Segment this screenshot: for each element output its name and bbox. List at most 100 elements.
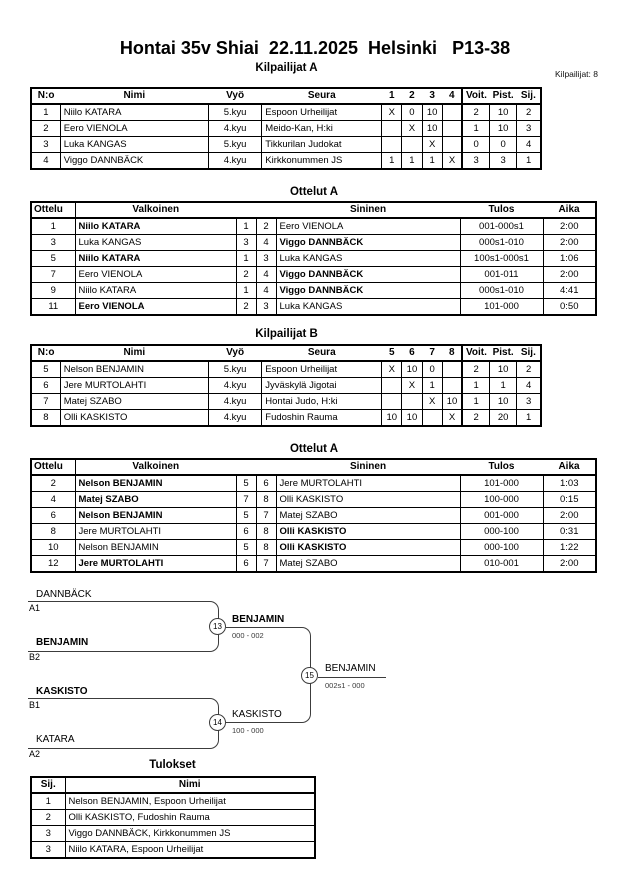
col-m1: 1 bbox=[381, 88, 402, 105]
match-row: 11 Eero VIENOLA 2 3 Luka KANGAS 101-000 … bbox=[30, 298, 597, 316]
blue-name-cell: Olli KASKISTO bbox=[275, 491, 461, 508]
wins-cell: 2 bbox=[461, 409, 491, 427]
time-cell: 2:00 bbox=[542, 555, 597, 573]
time-cell: 1:03 bbox=[542, 474, 597, 492]
belt-cell: 4.kyu bbox=[207, 120, 263, 137]
bracket-match-score: 000 - 002 bbox=[232, 631, 264, 640]
time-cell: 2:00 bbox=[542, 507, 597, 524]
white-name-cell: Niilo KATARA bbox=[74, 217, 237, 235]
score-cell: X bbox=[381, 103, 403, 121]
blue-no-cell: 4 bbox=[255, 282, 277, 299]
bracket-connector bbox=[226, 627, 311, 676]
white-no-cell: 5 bbox=[235, 474, 257, 492]
match-no-cell: 10 bbox=[30, 539, 76, 556]
col-m1: 5 bbox=[381, 345, 402, 362]
col-place: Sij. bbox=[516, 88, 541, 105]
match-no-cell: 6 bbox=[30, 507, 76, 524]
pool-a-table: N:o Nimi Vyö Seura 1 2 3 4 Voit. Pist. S… bbox=[30, 87, 542, 170]
blue-name-cell: Matej SZABO bbox=[275, 555, 461, 573]
col-m3: 7 bbox=[422, 345, 443, 362]
result-cell: 001-011 bbox=[459, 266, 544, 283]
col-white: Valkoinen bbox=[75, 202, 236, 219]
white-no-cell: 1 bbox=[235, 250, 257, 267]
name-cell: Nelson BENJAMIN bbox=[59, 360, 209, 378]
result-cell: 001-000s1 bbox=[459, 217, 544, 235]
col-result: Tulos bbox=[460, 202, 543, 219]
bracket-final-line bbox=[318, 677, 386, 678]
matches-b-table: Ottelu Valkoinen Sininen Tulos Aika 2 Ne… bbox=[30, 458, 597, 573]
blue-no-cell: 3 bbox=[255, 250, 277, 267]
no-cell: 2 bbox=[30, 120, 61, 137]
col-no: N:o bbox=[31, 88, 61, 105]
col-blue: Sininen bbox=[276, 459, 460, 476]
table-row: 8 Olli KASKISTO 4.kyu Fudoshin Rauma 10 … bbox=[30, 409, 542, 427]
time-cell: 1:22 bbox=[542, 539, 597, 556]
blue-no-cell: 4 bbox=[255, 266, 277, 283]
club-cell: Tikkurilan Judokat bbox=[261, 136, 383, 153]
pool-a-title: Kilpailijat A bbox=[255, 62, 318, 74]
white-no-cell: 6 bbox=[235, 523, 257, 540]
blue-name-cell: Eero VIENOLA bbox=[275, 217, 461, 235]
match-row: 6 Nelson BENJAMIN 5 7 Matej SZABO 001-00… bbox=[30, 507, 597, 524]
score-cell: 10 bbox=[401, 360, 423, 378]
match-number-badge: 14 bbox=[209, 714, 226, 731]
white-name-cell: Jere MURTOLAHTI bbox=[74, 555, 237, 573]
col-points: Pist. bbox=[489, 345, 517, 362]
score-cell: X bbox=[401, 120, 423, 137]
bracket-connector bbox=[226, 675, 311, 723]
place-cell: 1 bbox=[516, 152, 542, 170]
club-cell: Espoon Urheilijat bbox=[261, 103, 383, 121]
score-cell bbox=[401, 136, 423, 153]
bracket-entry-seed: B1 bbox=[29, 700, 41, 710]
result-cell: 001-000 bbox=[459, 507, 544, 524]
white-name-cell: Matej SZABO bbox=[74, 491, 237, 508]
score-cell: 1 bbox=[421, 152, 443, 170]
col-spacer bbox=[256, 202, 276, 219]
result-name-cell: Nelson BENJAMIN, Espoon Urheilijat bbox=[64, 792, 316, 810]
result-cell: 000-100 bbox=[459, 539, 544, 556]
result-cell: 000-100 bbox=[459, 523, 544, 540]
blue-name-cell: Viggo DANNBÄCK bbox=[275, 266, 461, 283]
match-row: 12 Jere MURTOLAHTI 6 7 Matej SZABO 010-0… bbox=[30, 555, 597, 573]
blue-name-cell: Jere MURTOLAHTI bbox=[275, 474, 461, 492]
place-cell: 3 bbox=[30, 841, 66, 859]
matches-a-table: Ottelu Valkoinen Sininen Tulos Aika 1 Ni… bbox=[30, 201, 597, 316]
blue-name-cell: Viggo DANNBÄCK bbox=[275, 234, 461, 251]
col-name: Nimi bbox=[65, 777, 315, 794]
result-cell: 100-000 bbox=[459, 491, 544, 508]
score-cell bbox=[441, 120, 463, 137]
score-cell: 10 bbox=[401, 409, 423, 427]
result-row: 3 Viggo DANNBÄCK, Kirkkonummen JS bbox=[30, 825, 316, 842]
table-row: 4 Viggo DANNBÄCK 4.kyu Kirkkonummen JS 1… bbox=[30, 152, 542, 170]
score-cell: 1 bbox=[421, 377, 443, 394]
white-no-cell: 2 bbox=[235, 298, 257, 316]
col-no: N:o bbox=[31, 345, 61, 362]
col-m3: 3 bbox=[422, 88, 443, 105]
no-cell: 6 bbox=[30, 377, 61, 394]
white-no-cell: 1 bbox=[235, 217, 257, 235]
col-spacer bbox=[236, 202, 256, 219]
no-cell: 1 bbox=[30, 103, 61, 121]
match-row: 8 Jere MURTOLAHTI 6 8 Olli KASKISTO 000-… bbox=[30, 523, 597, 540]
no-cell: 4 bbox=[30, 152, 61, 170]
white-name-cell: Luka KANGAS bbox=[74, 234, 237, 251]
col-spacer bbox=[256, 459, 276, 476]
table-row: 3 Luka KANGAS 5.kyu Tikkurilan Judokat X… bbox=[30, 136, 542, 153]
result-name-cell: Olli KASKISTO, Fudoshin Rauma bbox=[64, 809, 316, 826]
belt-cell: 5.kyu bbox=[207, 360, 263, 378]
wins-cell: 1 bbox=[461, 377, 491, 394]
matches-a-title: Ottelut A bbox=[289, 186, 339, 198]
belt-cell: 5.kyu bbox=[207, 136, 263, 153]
match-row: 5 Niilo KATARA 1 3 Luka KANGAS 100s1-000… bbox=[30, 250, 597, 267]
place-cell: 3 bbox=[30, 825, 66, 842]
score-cell: 10 bbox=[441, 393, 463, 410]
place-cell: 3 bbox=[516, 393, 542, 410]
score-cell bbox=[381, 120, 403, 137]
no-cell: 7 bbox=[30, 393, 61, 410]
col-m4: 8 bbox=[442, 345, 463, 362]
match-row: 10 Nelson BENJAMIN 5 8 Olli KASKISTO 000… bbox=[30, 539, 597, 556]
belt-cell: 4.kyu bbox=[207, 377, 263, 394]
score-cell bbox=[441, 103, 463, 121]
result-row: 1 Nelson BENJAMIN, Espoon Urheilijat bbox=[30, 792, 316, 810]
name-cell: Olli KASKISTO bbox=[59, 409, 209, 427]
